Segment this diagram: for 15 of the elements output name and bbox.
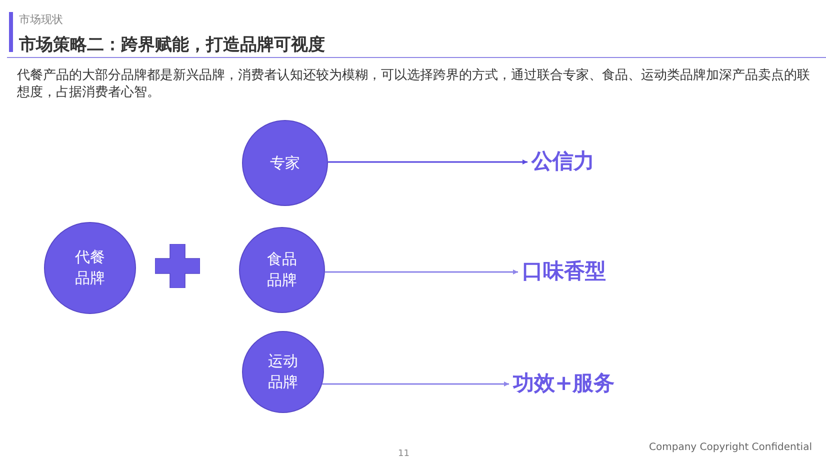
description-text: 代餐产品的大部分品牌都是新兴品牌，消费者认知还较为模糊，可以选择跨界的方式，通过联合专家、食品、运动类品牌加深产品卖点的联想度，占据消费者心智。 xyxy=(17,67,811,101)
brand-circle: 运动品牌 xyxy=(242,331,324,413)
page-number: 11 xyxy=(398,449,410,459)
page-title: 市场策略二：跨界赋能，打造品牌可视度 xyxy=(19,34,325,56)
brand-circle: 食品品牌 xyxy=(239,227,325,313)
section-tag: 市场现状 xyxy=(19,12,63,27)
arrow xyxy=(328,160,528,164)
footer-note: Company Copyright Confidential xyxy=(649,441,812,454)
arrow xyxy=(324,270,518,274)
result-text: 口味香型 xyxy=(522,258,606,284)
result-text: 公信力 xyxy=(532,148,594,174)
result-text: 功效+服务 xyxy=(513,370,615,396)
brand-circle: 专家 xyxy=(242,120,328,206)
brand-circle: 代餐品牌 xyxy=(44,222,136,314)
arrow xyxy=(322,382,509,386)
